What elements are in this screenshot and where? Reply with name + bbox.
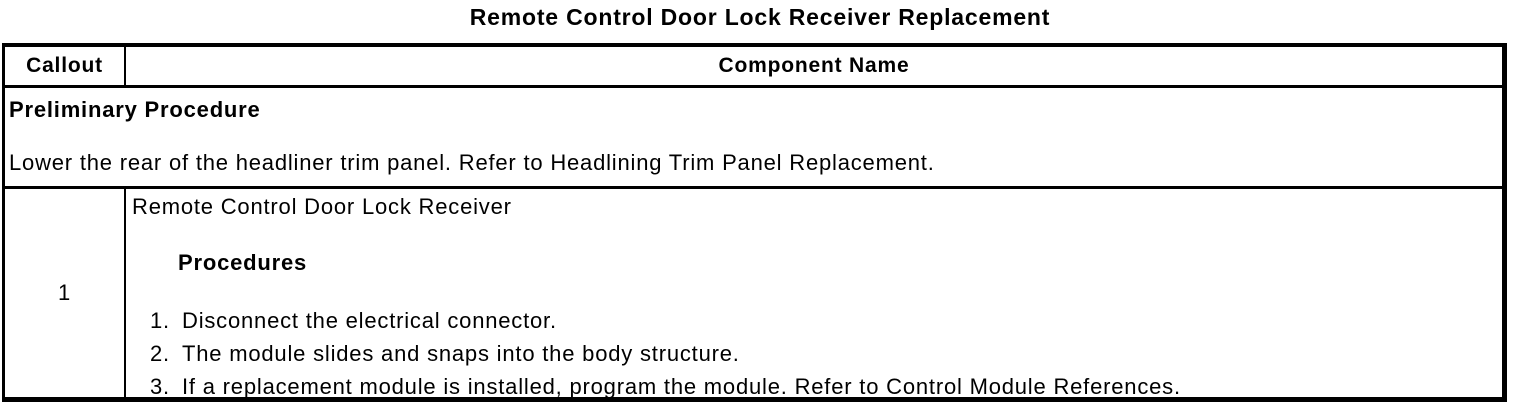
table-header-row: Callout Component Name [5,47,1502,88]
step-text: Disconnect the electrical connector. [182,308,557,333]
procedure-steps-list: 1. Disconnect the electrical connector. … [132,310,1492,398]
step-text: If a replacement module is installed, pr… [182,374,1181,398]
preliminary-procedure-heading: Preliminary Procedure [9,97,261,122]
step-text: The module slides and snaps into the bod… [182,341,740,366]
page-title: Remote Control Door Lock Receiver Replac… [469,4,1051,30]
callout-header-label: Callout [26,54,103,77]
preliminary-procedure-row: Preliminary Procedure Lower the rear of … [5,88,1502,189]
step-number: 3. [150,374,170,398]
procedure-table: Callout Component Name Preliminary Proce… [2,43,1507,402]
table-row: 1 Remote Control Door Lock Receiver Proc… [5,189,1502,397]
component-name-text: Remote Control Door Lock Receiver [132,194,512,219]
component-name-header-label: Component Name [718,54,910,77]
component-name-header-cell: Component Name [126,47,1502,85]
callout-header-cell: Callout [5,47,126,85]
procedure-step: 1. Disconnect the electrical connector. [150,310,1492,332]
procedure-step: 3. If a replacement module is installed,… [150,374,1492,398]
preliminary-procedure-instruction: Lower the rear of the headliner trim pan… [9,150,935,175]
procedure-step: 2. The module slides and snaps into the … [150,343,1492,365]
step-number: 2. [150,341,170,366]
component-cell: Remote Control Door Lock Receiver Proced… [126,189,1502,398]
procedures-heading: Procedures [178,250,308,275]
callout-number-cell: 1 [5,189,126,397]
step-number: 1. [150,308,170,333]
